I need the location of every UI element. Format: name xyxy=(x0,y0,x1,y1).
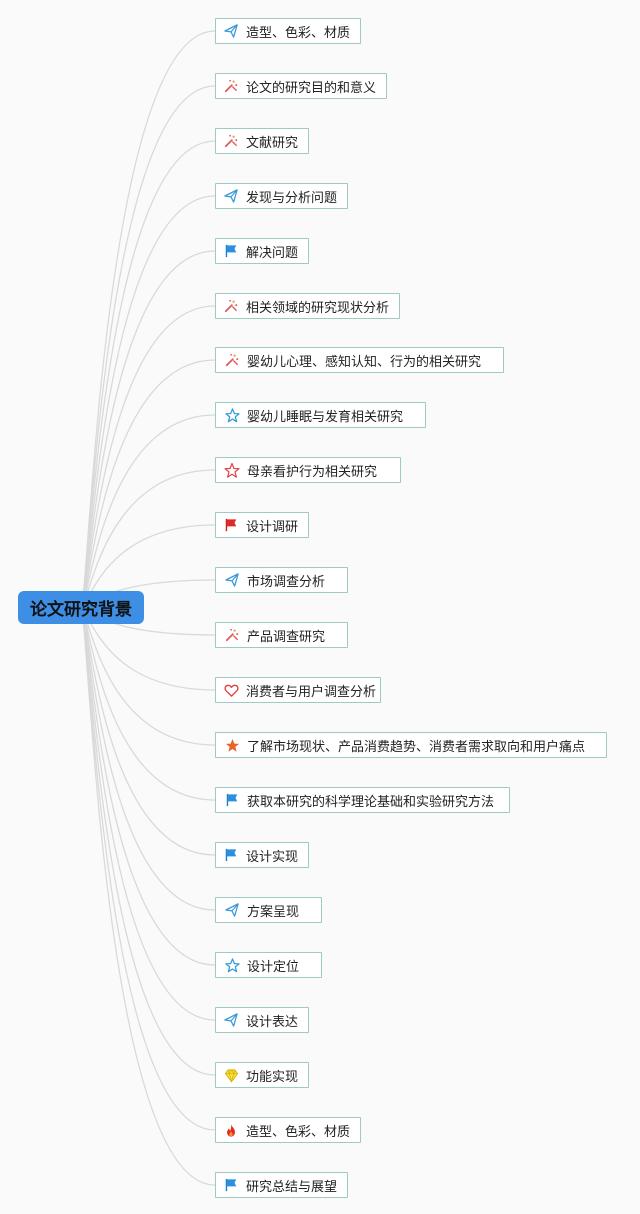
fire-icon xyxy=(224,1122,239,1138)
branch-topic-label: 相关领域的研究现状分析 xyxy=(245,300,389,316)
branch-topic-label: 解决问题 xyxy=(245,245,298,261)
star-outline-icon xyxy=(224,407,240,423)
branch-topic[interactable]: 相关领域的研究现状分析 xyxy=(215,293,400,319)
orange-star-icon xyxy=(224,737,240,753)
connector-line xyxy=(81,195,216,609)
branch-topic-label: 发现与分析问题 xyxy=(245,190,337,206)
root-topic-label: 论文研究背景 xyxy=(30,600,132,620)
branch-topic-label: 了解市场现状、产品消费趋势、消费者需求取向和用户痛点 xyxy=(247,739,586,755)
branch-topic[interactable]: 市场调查分析 xyxy=(215,567,348,593)
branch-topic[interactable]: 造型、色彩、材质 xyxy=(215,18,361,44)
branch-topic[interactable]: 设计实现 xyxy=(215,842,309,868)
branch-topic[interactable]: 产品调查研究 xyxy=(215,622,348,648)
paper-plane-icon xyxy=(224,1012,239,1028)
blue-flag-icon xyxy=(224,243,239,259)
connector-line xyxy=(81,414,216,609)
branch-topic[interactable]: 设计调研 xyxy=(215,512,309,538)
paper-plane-icon xyxy=(224,572,240,588)
blue-flag-icon xyxy=(224,792,240,808)
red-star-outline-icon xyxy=(224,462,240,478)
branch-topic-label: 设计实现 xyxy=(245,849,298,865)
branch-topic-label: 研究总结与展望 xyxy=(245,1179,337,1195)
branch-topic[interactable]: 论文的研究目的和意义 xyxy=(215,73,387,99)
magic-wand-icon xyxy=(224,627,240,643)
connector-line xyxy=(81,250,216,609)
branch-topic[interactable]: 研究总结与展望 xyxy=(215,1172,348,1198)
branch-topic[interactable]: 设计表达 xyxy=(215,1007,309,1033)
magic-wand-icon xyxy=(224,133,239,149)
connector-line xyxy=(81,607,216,746)
connector-line xyxy=(81,607,216,801)
branch-topic[interactable]: 了解市场现状、产品消费趋势、消费者需求取向和用户痛点 xyxy=(215,732,607,758)
blue-flag-icon xyxy=(224,1177,239,1193)
branch-topic-label: 产品调查研究 xyxy=(247,629,326,645)
branch-topic[interactable]: 解决问题 xyxy=(215,238,309,264)
branch-topic-label: 方案呈现 xyxy=(247,904,300,920)
connector-line xyxy=(81,305,216,609)
connector-line xyxy=(81,359,216,609)
branch-topic[interactable]: 发现与分析问题 xyxy=(215,183,348,209)
branch-topic-label: 论文的研究目的和意义 xyxy=(245,80,376,96)
branch-topic-label: 设计定位 xyxy=(247,959,300,975)
branch-topic[interactable]: 方案呈现 xyxy=(215,897,322,923)
star-outline-icon xyxy=(224,957,240,973)
connector-line xyxy=(81,607,216,1186)
root-topic[interactable]: 论文研究背景 xyxy=(18,591,144,624)
branch-topic-label: 婴幼儿心理、感知认知、行为的相关研究 xyxy=(247,354,482,370)
branch-topic-label: 造型、色彩、材质 xyxy=(245,25,350,41)
heart-icon xyxy=(224,682,239,698)
branch-topic-label: 市场调查分析 xyxy=(247,574,326,590)
magic-wand-icon xyxy=(224,78,239,94)
branch-topic[interactable]: 文献研究 xyxy=(215,128,309,154)
branch-topic-label: 造型、色彩、材质 xyxy=(245,1124,350,1140)
paper-plane-icon xyxy=(224,23,239,39)
branch-topic[interactable]: 婴幼儿心理、感知认知、行为的相关研究 xyxy=(215,347,504,373)
branch-topic-label: 母亲看护行为相关研究 xyxy=(247,464,378,480)
branch-topic-label: 文献研究 xyxy=(245,135,298,151)
magic-wand-icon xyxy=(224,298,239,314)
branch-topic-label: 婴幼儿睡眠与发育相关研究 xyxy=(247,409,404,425)
connector-line xyxy=(81,30,216,609)
diamond-icon xyxy=(224,1067,239,1083)
branch-topic-label: 功能实现 xyxy=(246,1069,299,1085)
connector-line xyxy=(81,607,216,856)
branch-topic[interactable]: 功能实现 xyxy=(215,1062,309,1088)
magic-wand-icon xyxy=(224,352,240,368)
paper-plane-icon xyxy=(224,902,240,918)
branch-topic[interactable]: 获取本研究的科学理论基础和实验研究方法 xyxy=(215,787,510,813)
red-flag-icon xyxy=(224,517,239,533)
branch-topic[interactable]: 母亲看护行为相关研究 xyxy=(215,457,401,483)
branch-topic-label: 消费者与用户调查分析 xyxy=(246,684,377,700)
paper-plane-icon xyxy=(224,188,239,204)
blue-flag-icon xyxy=(224,847,239,863)
branch-topic[interactable]: 消费者与用户调查分析 xyxy=(215,677,381,703)
branch-topic[interactable]: 婴幼儿睡眠与发育相关研究 xyxy=(215,402,426,428)
branch-topic[interactable]: 设计定位 xyxy=(215,952,322,978)
connector-line xyxy=(81,469,216,609)
branch-topic-label: 设计表达 xyxy=(245,1014,298,1030)
branch-topic-label: 获取本研究的科学理论基础和实验研究方法 xyxy=(247,794,495,810)
connector-line xyxy=(81,607,216,911)
branch-topic-label: 设计调研 xyxy=(245,519,298,535)
branch-topic[interactable]: 造型、色彩、材质 xyxy=(215,1117,361,1143)
